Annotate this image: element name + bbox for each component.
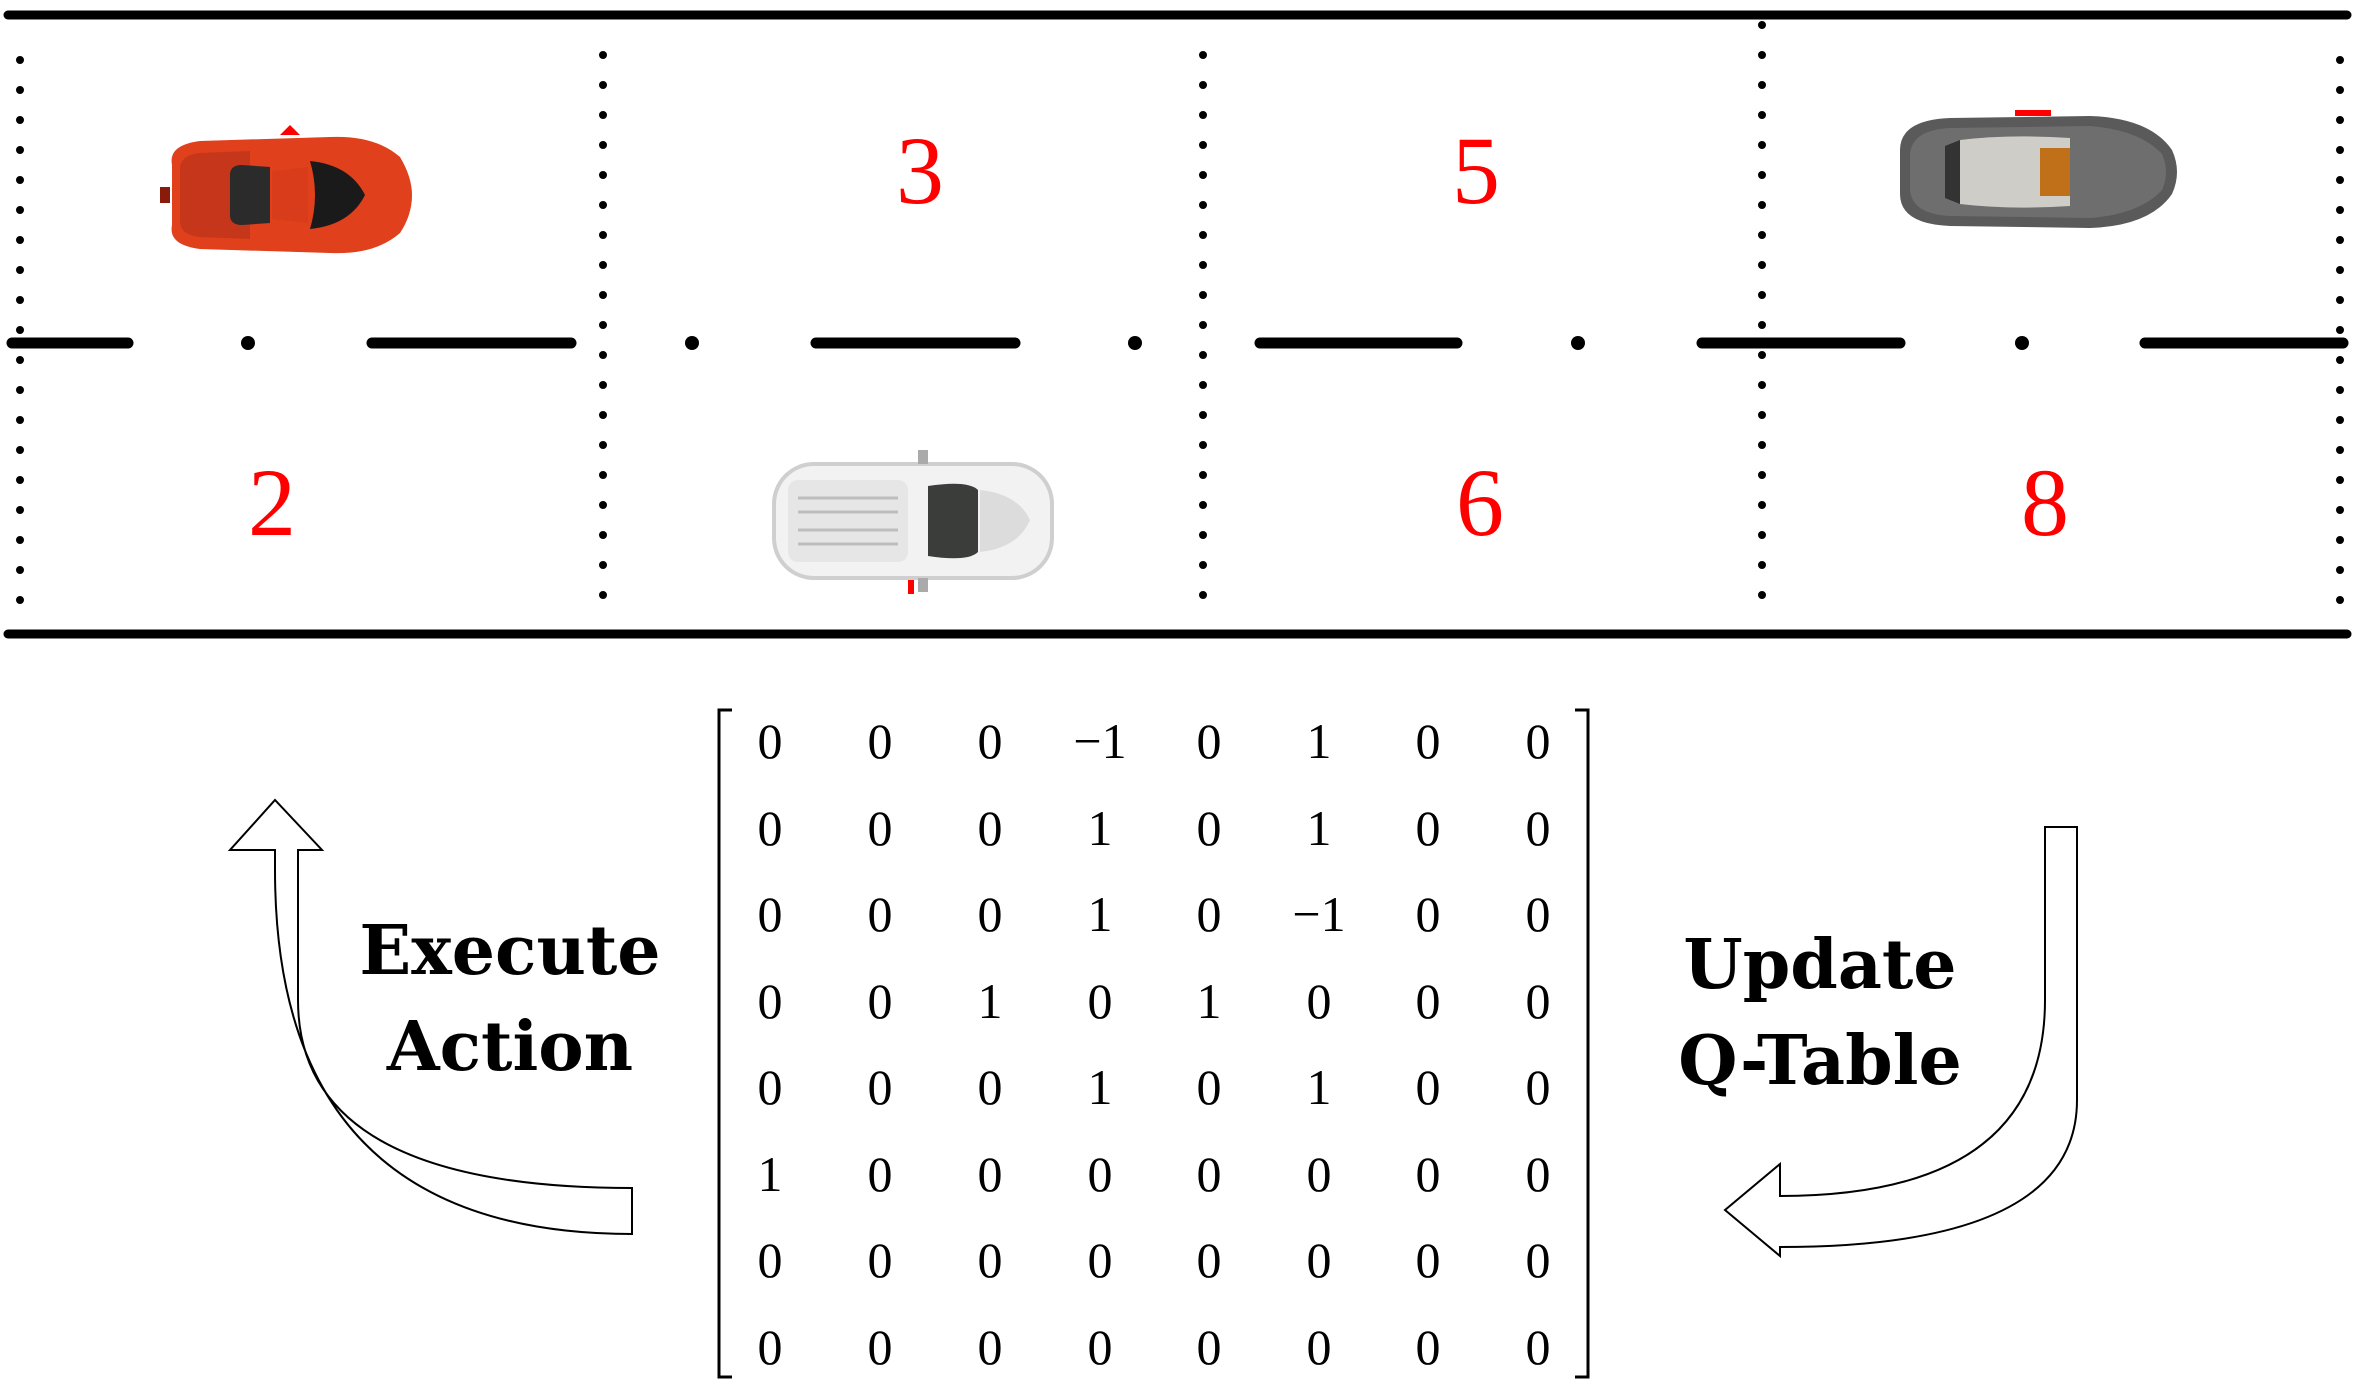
matrix-cell: 0: [1415, 800, 1441, 856]
update-label-line2: Q-Table: [1678, 1021, 1962, 1101]
lane-divider-dots: [241, 336, 2029, 350]
matrix-left-bracket: [717, 708, 732, 1379]
execute-label-line2: Action: [386, 1007, 634, 1087]
matrix-cell: 1: [977, 973, 1003, 1029]
matrix-cell: 0: [1415, 1059, 1441, 1115]
matrix-cell: 0: [867, 1232, 893, 1288]
matrix-cell: 0: [757, 713, 783, 769]
matrix-cell: 0: [977, 1232, 1003, 1288]
matrix-cell: 1: [1087, 800, 1113, 856]
matrix-cell: 1: [757, 1146, 783, 1202]
matrix-cell: 1: [1087, 1059, 1113, 1115]
matrix-cell: 0: [1196, 713, 1222, 769]
matrix-cell: 0: [867, 973, 893, 1029]
execute-action-label: Execute Action: [350, 903, 670, 1095]
matrix-cell: 0: [1196, 1232, 1222, 1288]
matrix-cell: 0: [1087, 973, 1113, 1029]
cell-number-6: 6: [1456, 449, 1504, 556]
matrix-cell: 1: [1087, 886, 1113, 942]
matrix-cell: 0: [867, 1059, 893, 1115]
matrix-cell: 0: [1196, 1146, 1222, 1202]
gray-convertible: [1900, 110, 2177, 228]
matrix-cell: 0: [1196, 886, 1222, 942]
matrix-cell: 0: [757, 973, 783, 1029]
matrix-cell: 0: [1196, 1319, 1222, 1375]
matrix-cell: 0: [867, 886, 893, 942]
cell-number-8: 8: [2021, 449, 2069, 556]
matrix-cell: 1: [1306, 1059, 1332, 1115]
matrix-cell: 0: [867, 713, 893, 769]
matrix-cell: 0: [757, 800, 783, 856]
matrix-cell: 0: [1306, 1146, 1332, 1202]
matrix-cell: 0: [1415, 1232, 1441, 1288]
matrix-cell: 0: [1415, 973, 1441, 1029]
matrix-cell: 0: [977, 1319, 1003, 1375]
matrix-cell: 0: [1525, 1319, 1551, 1375]
matrix-cell: 0: [1415, 1319, 1441, 1375]
matrix-cell: 0: [1525, 713, 1551, 769]
matrix-cell: 0: [1415, 713, 1441, 769]
red-sports-car: [160, 125, 412, 254]
matrix-cell: 0: [1087, 1146, 1113, 1202]
matrix-cell: 0: [977, 1146, 1003, 1202]
matrix-cell: 0: [757, 886, 783, 942]
matrix-cell: 1: [1306, 800, 1332, 856]
matrix-cell: 0: [1306, 973, 1332, 1029]
matrix-cell: 0: [977, 886, 1003, 942]
matrix-cell: 1: [1196, 973, 1222, 1029]
road-grid: [3, 10, 2352, 639]
matrix-cell: 0: [757, 1232, 783, 1288]
matrix-cell: 0: [1087, 1232, 1113, 1288]
matrix-cell: 0: [977, 713, 1003, 769]
white-suv: [772, 450, 1054, 594]
matrix-cell: 0: [1087, 1319, 1113, 1375]
matrix-cell: 0: [757, 1319, 783, 1375]
matrix-cell: 0: [1525, 886, 1551, 942]
matrix-cell: 0: [977, 1059, 1003, 1115]
matrix-cell: 0: [1525, 1232, 1551, 1288]
matrix-cell: 0: [1525, 1146, 1551, 1202]
update-qtable-label: Update Q-Table: [1650, 917, 1990, 1109]
matrix-cell: 0: [1525, 800, 1551, 856]
update-label-line1: Update: [1683, 925, 1957, 1005]
matrix-cell: 0: [1196, 800, 1222, 856]
matrix-cell: 0: [1415, 1146, 1441, 1202]
matrix-cell: 0: [977, 800, 1003, 856]
matrix-cell: 0: [1525, 973, 1551, 1029]
cell-number-3: 3: [896, 117, 944, 224]
matrix-cell: −1: [1292, 886, 1346, 942]
matrix-cell: 0: [1306, 1319, 1332, 1375]
matrix-cell: 0: [867, 1319, 893, 1375]
matrix-cell: 0: [757, 1059, 783, 1115]
matrix-cell: 0: [1415, 886, 1441, 942]
matrix-cell: 0: [1306, 1232, 1332, 1288]
matrix-cell: 0: [1525, 1059, 1551, 1115]
matrix-cell: 0: [1196, 1059, 1222, 1115]
matrix-cell: 0: [867, 1146, 893, 1202]
execute-label-line1: Execute: [359, 911, 661, 991]
matrix-cell: −1: [1073, 713, 1127, 769]
cell-number-2: 2: [248, 449, 296, 556]
matrix-cell: 0: [867, 800, 893, 856]
matrix-cell: 1: [1306, 713, 1332, 769]
cell-number-5: 5: [1452, 117, 1500, 224]
matrix-right-bracket: [1575, 708, 1590, 1379]
